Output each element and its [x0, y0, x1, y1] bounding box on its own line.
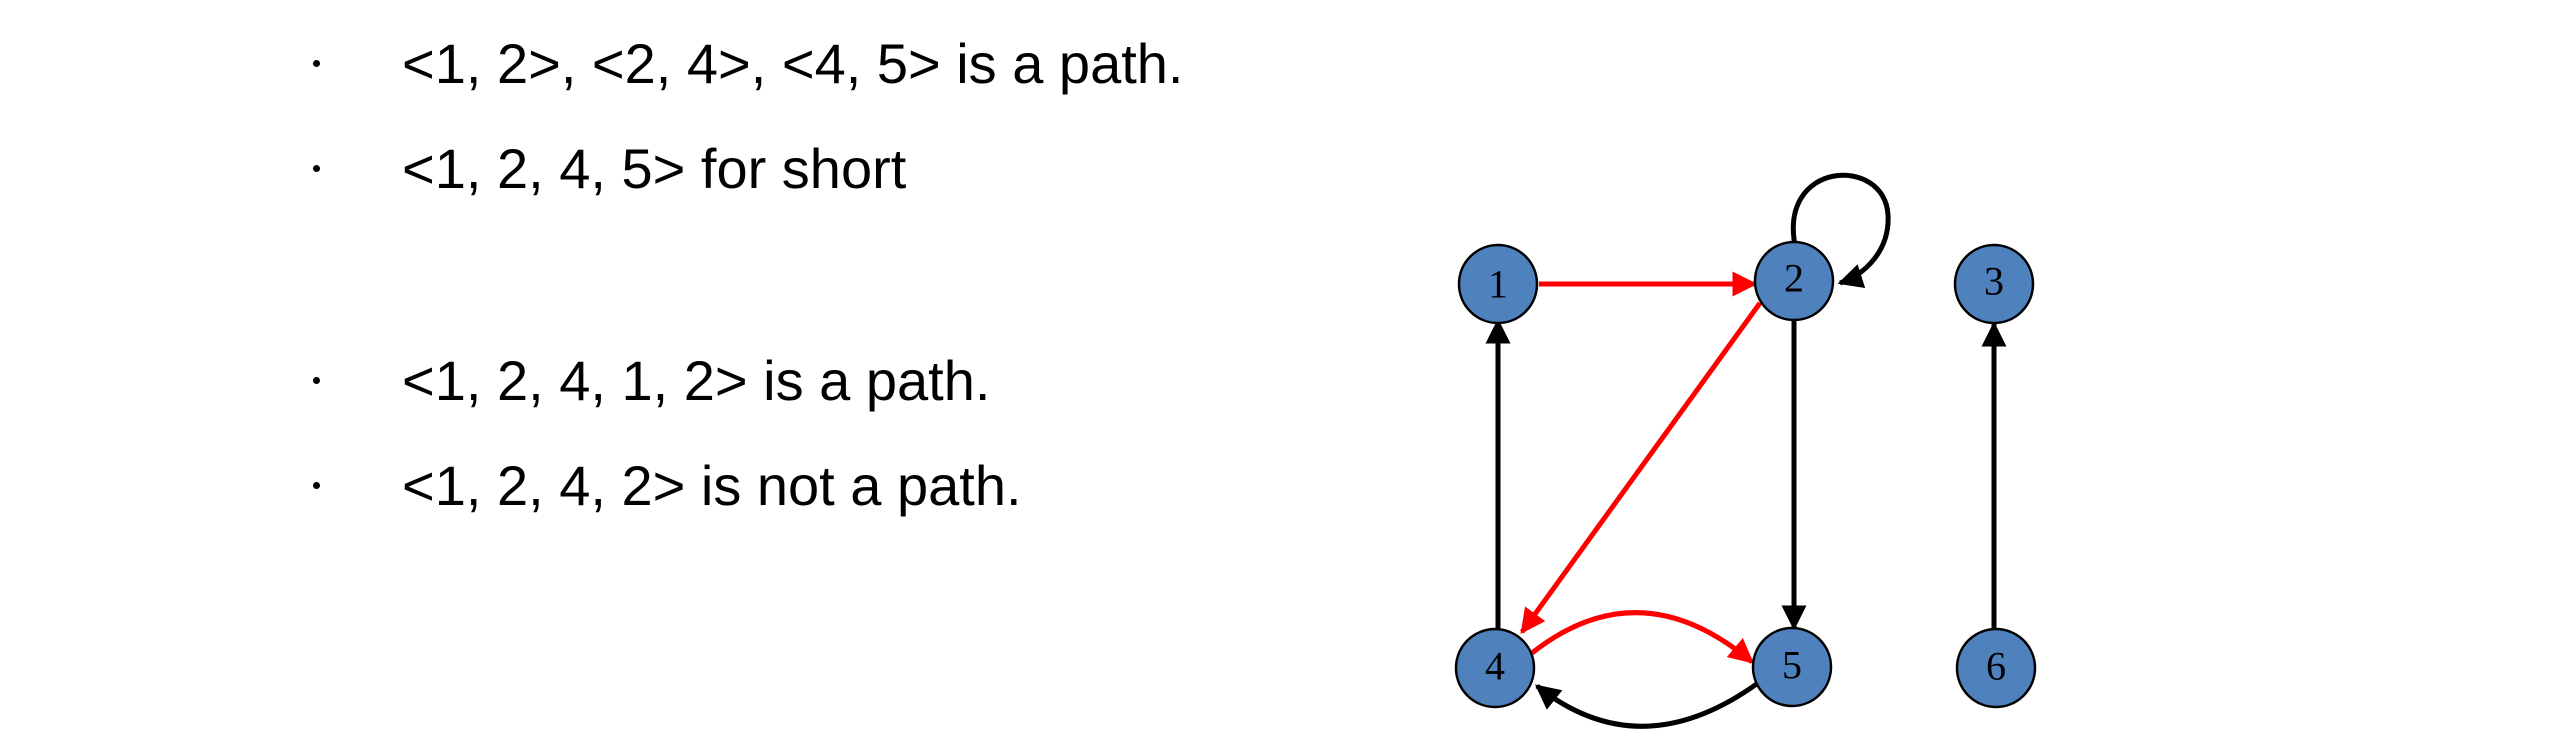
- edge-4-5: [1530, 610, 1754, 664]
- node-6: 6: [1955, 627, 2037, 709]
- node-2: 2: [1753, 240, 1835, 322]
- edge-2-2-loop: [1791, 172, 1891, 289]
- bullet-dot: [313, 482, 320, 489]
- bullet-list: <1, 2>, <2, 4>, <4, 5> is a path. <1, 2,…: [313, 32, 1184, 517]
- bullet-dot: [313, 377, 320, 384]
- bullet-text: <1, 2, 4, 2> is not a path.: [402, 454, 1022, 517]
- bullet-text: <1, 2, 4, 5> for short: [402, 137, 907, 200]
- bullet-dot: [313, 165, 320, 172]
- edge-2-4: [1519, 301, 1763, 635]
- bullet-text: <1, 2>, <2, 4>, <4, 5> is a path.: [402, 32, 1184, 95]
- node-label: 2: [1784, 256, 1804, 301]
- node-4: 4: [1454, 627, 1536, 709]
- node-label: 5: [1782, 643, 1802, 688]
- node-1: 1: [1457, 243, 1539, 325]
- bullet-text: <1, 2, 4, 1, 2> is a path.: [402, 349, 991, 412]
- node-5: 5: [1751, 626, 1833, 708]
- node-label: 1: [1488, 262, 1508, 307]
- node-label: 4: [1485, 644, 1505, 689]
- node-label: 6: [1986, 644, 2006, 689]
- bullet-dot: [313, 60, 320, 67]
- node-label: 3: [1984, 259, 2004, 304]
- edge-5-4: [1535, 680, 1760, 729]
- node-3: 3: [1953, 243, 2035, 325]
